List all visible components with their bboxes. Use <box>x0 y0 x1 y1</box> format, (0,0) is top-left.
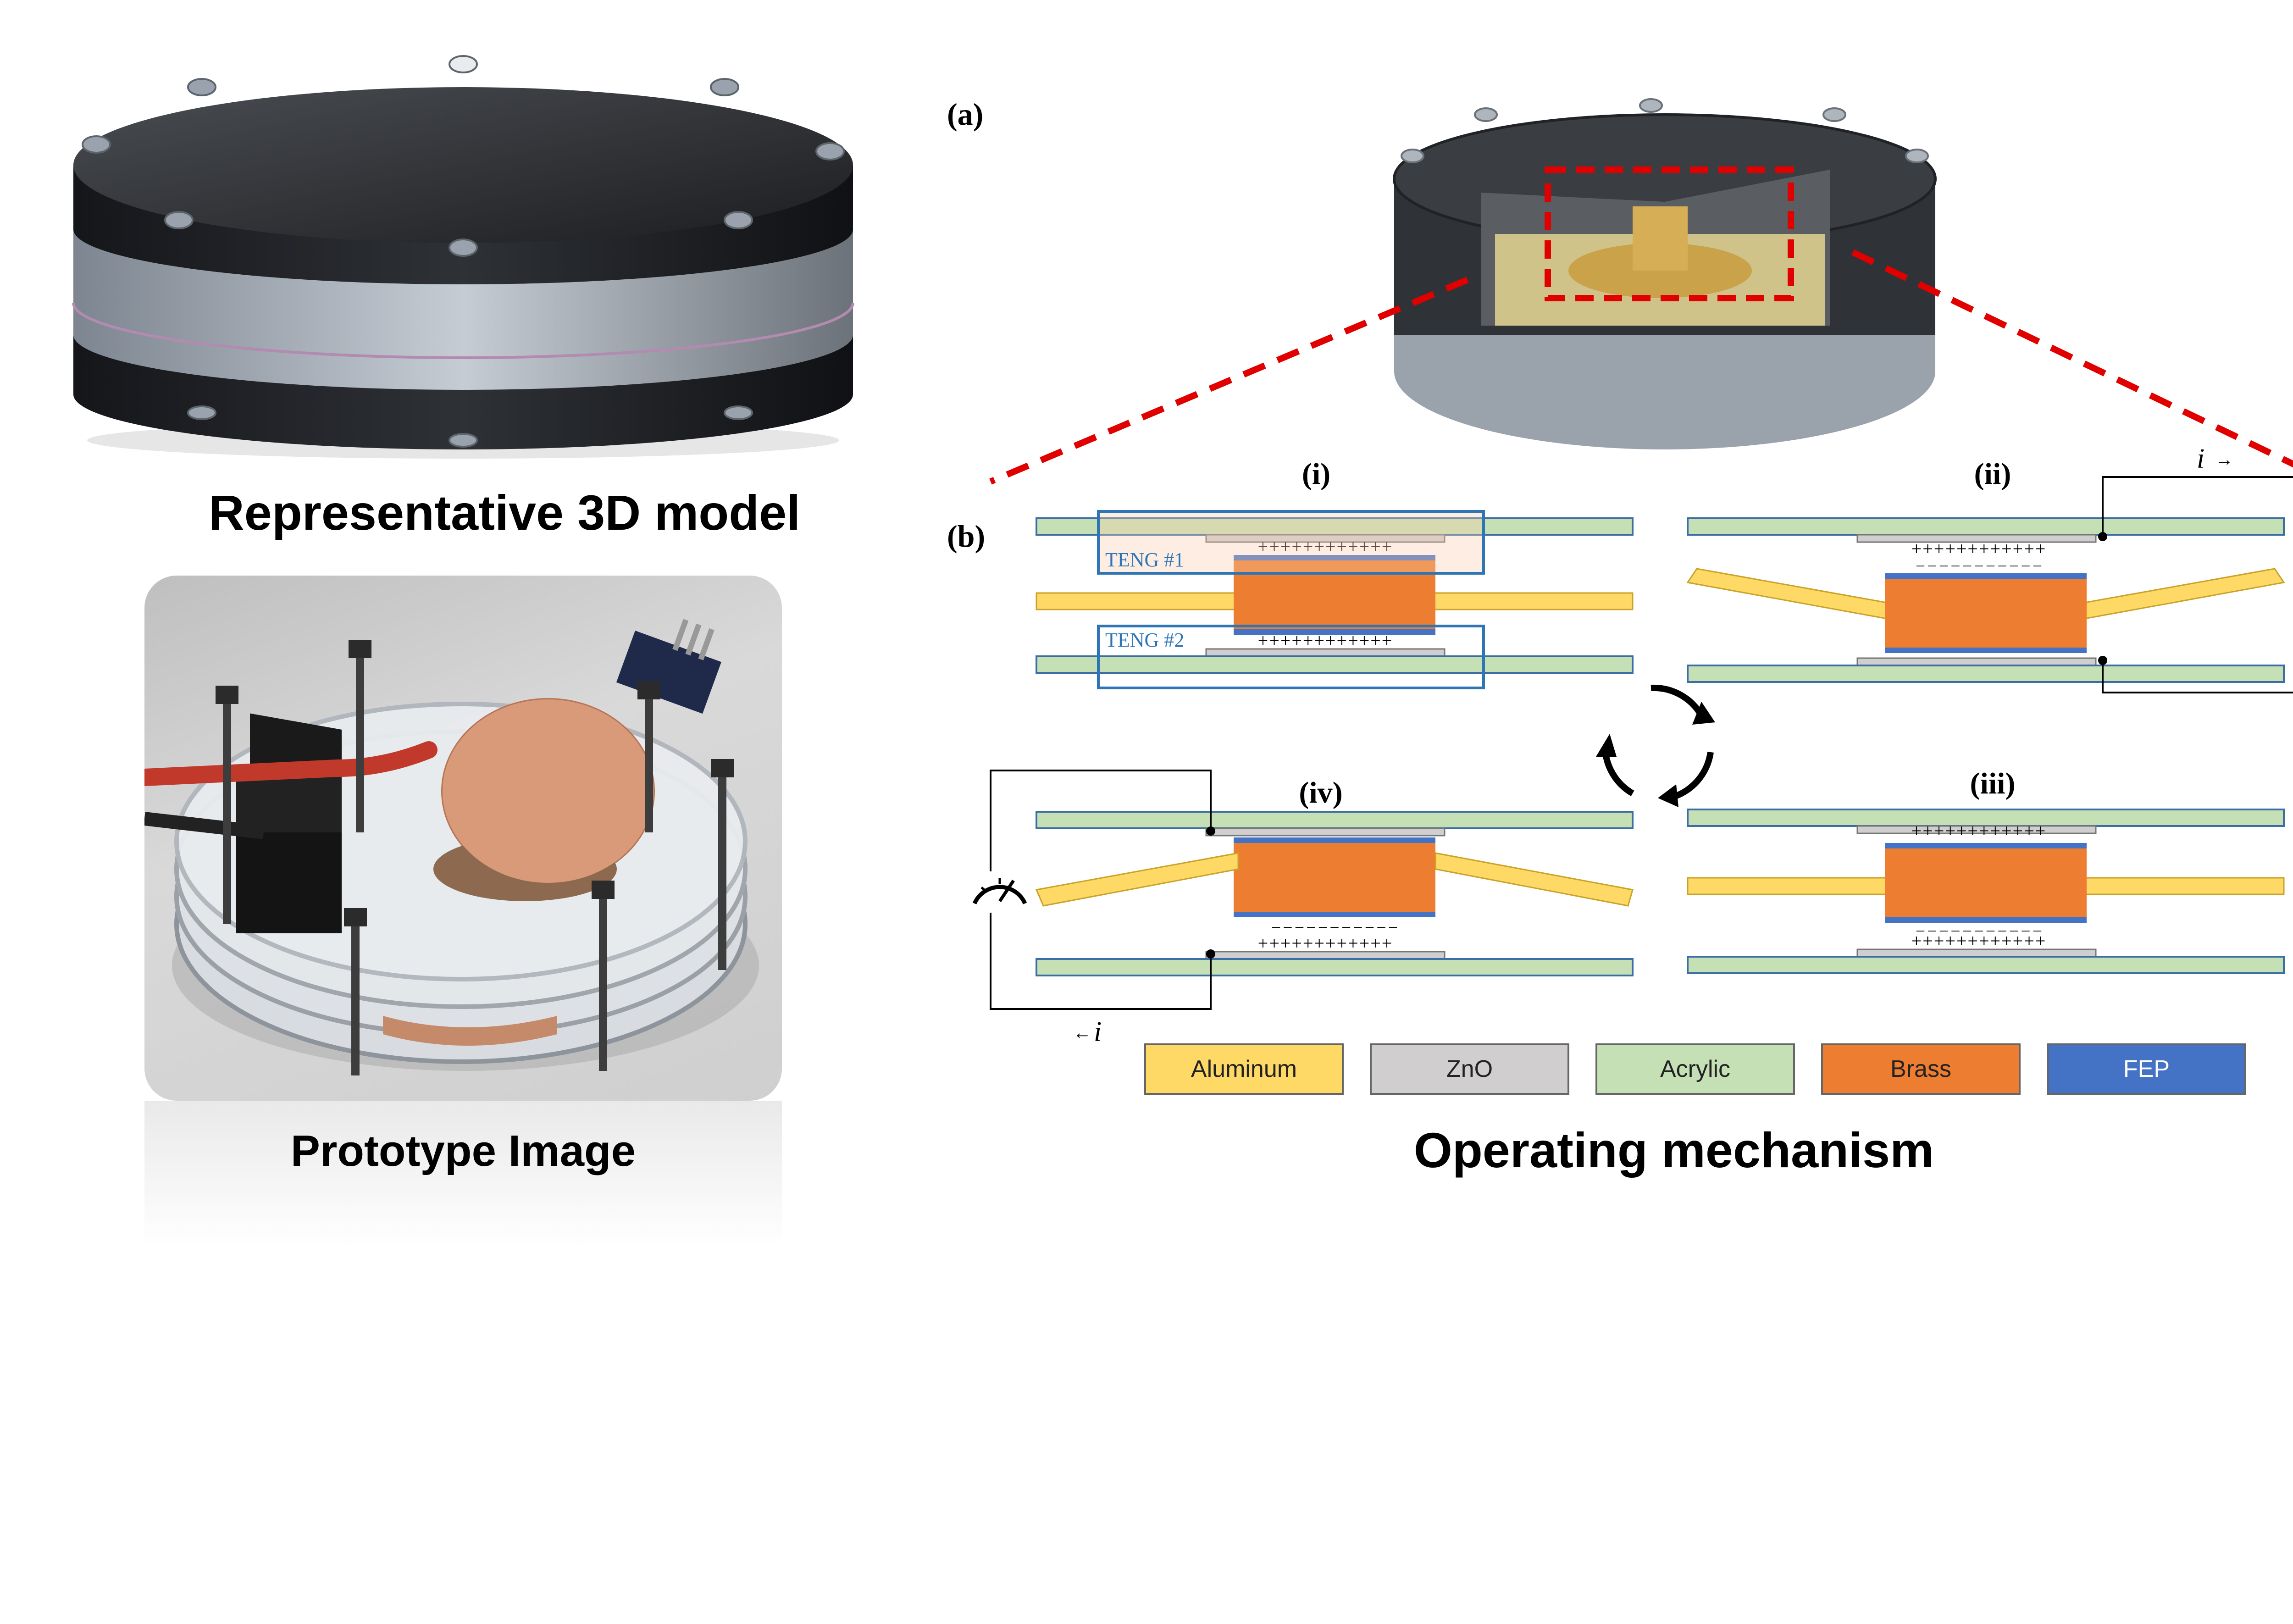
teng2-label: TENG #2 <box>1105 629 1184 651</box>
legend-item-brass: Brass <box>1821 1043 2021 1095</box>
legend-item-aluminum: Aluminum <box>1144 1043 1344 1095</box>
stage-iii-plus-bottom: ++++++++++++ <box>1911 931 2047 951</box>
legend-item-zno: ZnO <box>1370 1043 1569 1095</box>
stage-i-plus-top: ++++++++++++ <box>1258 536 1393 557</box>
stage-ii-current: i <box>2197 449 2204 474</box>
stage-iv-current-arrow: ← <box>1073 1022 1091 1043</box>
stage-iii-label: (iii) <box>1970 767 2016 800</box>
stage-iv-minus: – – – – – – – – – – – <box>1272 918 1397 935</box>
stage-ii: (ii) ++++++++++++ – – – – – – – – – – – … <box>1686 449 2293 693</box>
cycle-arrows-icon <box>1596 684 1715 807</box>
stage-ii-label: (ii) <box>1974 457 2011 491</box>
panel-label-a: (a) <box>947 97 984 132</box>
stage-i-label: (i) <box>1302 457 1330 491</box>
ammeter-icon <box>972 878 1027 904</box>
stage-ii-minus: – – – – – – – – – – – <box>1916 556 2042 573</box>
stage-iv-current: i <box>1094 1016 1102 1048</box>
stage-iv-label: (iv) <box>1299 776 1342 809</box>
mechanism-diagram: (i) ++++++++++++ – – – – – – – – – – – +… <box>972 449 2293 1048</box>
stage-iv: (iv) – – – – – – – – – – – ++++++++++++ … <box>972 770 1634 1048</box>
panel-label-b: (b) <box>947 519 986 554</box>
stage-ii-plus: ++++++++++++ <box>1911 538 2047 559</box>
cutaway-render <box>989 98 2293 485</box>
prototype-caption: Prototype Image <box>290 1126 636 1175</box>
stage-iii-plus-top: ++++++++++++ <box>1911 820 2047 841</box>
prototype-photo <box>144 576 782 1101</box>
stage-iii-minus-bottom: – – – – – – – – – – – <box>1916 921 2042 938</box>
legend-item-fep: FEP <box>2047 1043 2246 1095</box>
model-3d-render <box>72 55 854 459</box>
stage-i-plus-bottom: ++++++++++++ <box>1258 630 1393 651</box>
mechanism-caption: Operating mechanism <box>1413 1122 1934 1178</box>
model-caption: Representative 3D model <box>208 485 801 540</box>
stage-ii-current-arrow: → <box>2215 449 2233 470</box>
stage-iii: (iii) ++++++++++++ – – – – – – – – – – –… <box>1687 767 2285 974</box>
material-legend: Aluminum ZnO Acrylic Brass FEP <box>1144 1043 2263 1095</box>
prototype-reflection <box>144 1101 782 1247</box>
teng1-label: TENG #1 <box>1105 549 1184 571</box>
stage-iv-plus: ++++++++++++ <box>1258 933 1393 953</box>
stage-i: (i) ++++++++++++ – – – – – – – – – – – +… <box>1036 457 1634 689</box>
legend-item-acrylic: Acrylic <box>1595 1043 1795 1095</box>
